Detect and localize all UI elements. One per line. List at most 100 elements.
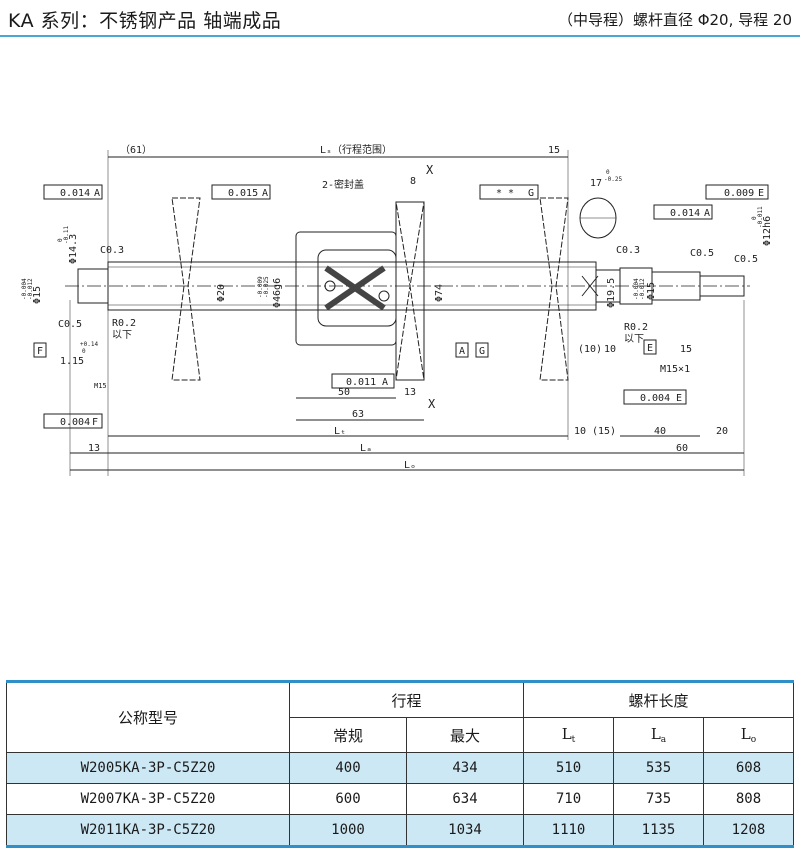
nut-flange-outline — [395, 201, 425, 381]
label-c05-r1: C0.5 — [690, 248, 714, 259]
spec-table: 公称型号 行程 螺杆长度 常规 最大 Lt La Lo W2005KA-3P-C… — [6, 680, 794, 848]
gdt-frame-f — [43, 413, 103, 429]
drawing-annotations: （61） Lₛ（行程范围） 15 X X 2-密封盖 8 17 0 -0.25 … — [21, 143, 773, 471]
datum-e-text: E — [647, 343, 653, 354]
label-la: Lₐ — [360, 443, 372, 454]
cell-normal: 1000 — [289, 814, 407, 847]
cell-la: 735 — [613, 783, 704, 815]
label-r02-right-2: 以下 — [624, 334, 644, 345]
gdt-frame-e — [623, 389, 687, 405]
label-phi46-tol2: -0.025 — [263, 276, 270, 298]
cell-max: 434 — [406, 752, 524, 784]
col-max: 最大 — [406, 717, 524, 753]
label-dim-10b: 10 — [604, 344, 616, 355]
label-phi15-right-tol1: -0.004 — [633, 278, 640, 300]
label-seal: 2-密封盖 — [322, 178, 364, 191]
gdt-text-left: 0.014 — [60, 188, 90, 199]
nut-flange — [395, 201, 425, 381]
label-phi14-3-zero: 0 — [57, 238, 64, 242]
label-phi19-5: Φ19.5 — [606, 278, 617, 308]
label-c05-r2: C0.5 — [734, 254, 758, 265]
datum-box-e — [643, 339, 657, 355]
gdt-frame-right — [479, 184, 539, 200]
label-dim-15-top: 15 — [548, 145, 560, 156]
label-r02-right: R0.2 — [624, 322, 648, 333]
engineering-drawing: （61） Lₛ（行程范围） 15 X X 2-密封盖 8 17 0 -0.25 … — [21, 143, 773, 476]
gdt-text-mid: 0.015 — [228, 188, 258, 199]
gdt-ref-far-right: E — [758, 188, 764, 199]
label-dim-61: （61） — [120, 144, 152, 156]
snap-ring-groove — [581, 275, 599, 297]
label-phi12h6-tol2: -0.011 — [757, 206, 764, 228]
label-1-15-tol1: +0.14 — [80, 341, 98, 348]
cell-lt: 510 — [523, 752, 614, 784]
cell-la: 535 — [613, 752, 704, 784]
col-lo-main: L — [740, 725, 751, 743]
cell-lt: 1110 — [523, 814, 614, 847]
label-phi15-left-tol2: -0.012 — [27, 278, 34, 300]
page-subtitle: （中导程）螺杆直径 Φ20, 导程 20 — [557, 11, 792, 29]
drawing-geometry — [33, 150, 769, 476]
gdt-frame-right-2 — [653, 204, 713, 220]
label-dim-60: 60 — [676, 443, 688, 454]
col-stroke: 行程 — [289, 681, 524, 718]
label-phi14-3-tol: -0.11 — [63, 226, 70, 244]
label-dim-17: 17 — [590, 178, 602, 189]
gdt-ref-right-2: A — [704, 208, 710, 219]
label-phi46: Φ46g6 — [272, 278, 283, 308]
gdt-frame-left — [43, 184, 103, 200]
label-phi15-left: Φ15 — [32, 286, 43, 304]
label-phi14-3: Φ14.3 — [68, 234, 79, 264]
label-phi12h6-tol1: 0 — [751, 216, 758, 220]
label-tol-17-zero: 0 — [606, 169, 610, 176]
label-m15: M15 — [94, 382, 107, 390]
support-ghost-left — [171, 197, 201, 381]
col-model: 公称型号 — [6, 681, 290, 753]
col-lt-main: L — [561, 725, 572, 743]
label-phi74: Φ74 — [434, 284, 445, 302]
cell-model: W2007KA-3P-C5Z20 — [6, 783, 290, 815]
gdt-frame-far-right — [705, 184, 769, 200]
cell-normal: 600 — [289, 783, 407, 815]
label-tol-17: -0.25 — [604, 176, 622, 183]
label-dim-50: 50 — [338, 387, 350, 398]
col-lo-sub: o — [750, 735, 757, 745]
label-dim-15-right: 15 — [680, 344, 692, 355]
label-x-bottom: X — [428, 397, 436, 411]
datum-a-text: A — [459, 346, 465, 357]
table-row: W2007KA-3P-C5Z20 600 634 710 735 808 — [6, 783, 794, 815]
datum-box-g — [475, 342, 489, 358]
cell-la: 1135 — [613, 814, 704, 847]
gdt-f-text: 0.004 — [60, 417, 90, 428]
right-end-shaft — [699, 275, 745, 297]
label-dim-10-bottom: 10 — [574, 426, 586, 437]
label-1-15-tol2: 0 — [82, 348, 86, 355]
label-phi15-right: Φ15 — [646, 282, 657, 300]
support-ghost-right — [539, 197, 569, 381]
label-dim-20: 20 — [716, 426, 728, 437]
label-c03-left: C0.3 — [100, 245, 124, 256]
cell-lo: 608 — [703, 752, 794, 784]
datum-f-text: F — [37, 346, 43, 357]
gdt-text-far-right: 0.009 — [724, 188, 754, 199]
gdt-ref-mid: A — [262, 188, 268, 199]
label-dim-13-left: 13 — [88, 443, 100, 454]
datum-g-text: G — [479, 346, 485, 357]
header-divider — [0, 35, 800, 37]
label-phi12h6: Φ12h6 — [762, 216, 773, 246]
label-r02-left: R0.2 — [112, 318, 136, 329]
col-screw-length: 螺杆长度 — [523, 681, 794, 718]
label-phi46-tol1: -0.009 — [257, 276, 264, 298]
gdt-ref-left: A — [94, 188, 100, 199]
col-normal: 常规 — [289, 717, 407, 753]
col-la-sub: a — [660, 735, 667, 745]
label-phi15-left-tol1: -0.004 — [21, 278, 28, 300]
nut-screw-hole-left — [324, 280, 336, 292]
cell-lo: 808 — [703, 783, 794, 815]
gdt-frame-mid — [211, 184, 271, 200]
page-title: KA 系列：不锈钢产品 轴端成品 — [8, 10, 282, 32]
label-x-top: X — [426, 163, 434, 177]
cell-max: 634 — [406, 783, 524, 815]
col-lo: Lo — [703, 717, 794, 753]
cell-lo: 1208 — [703, 814, 794, 847]
